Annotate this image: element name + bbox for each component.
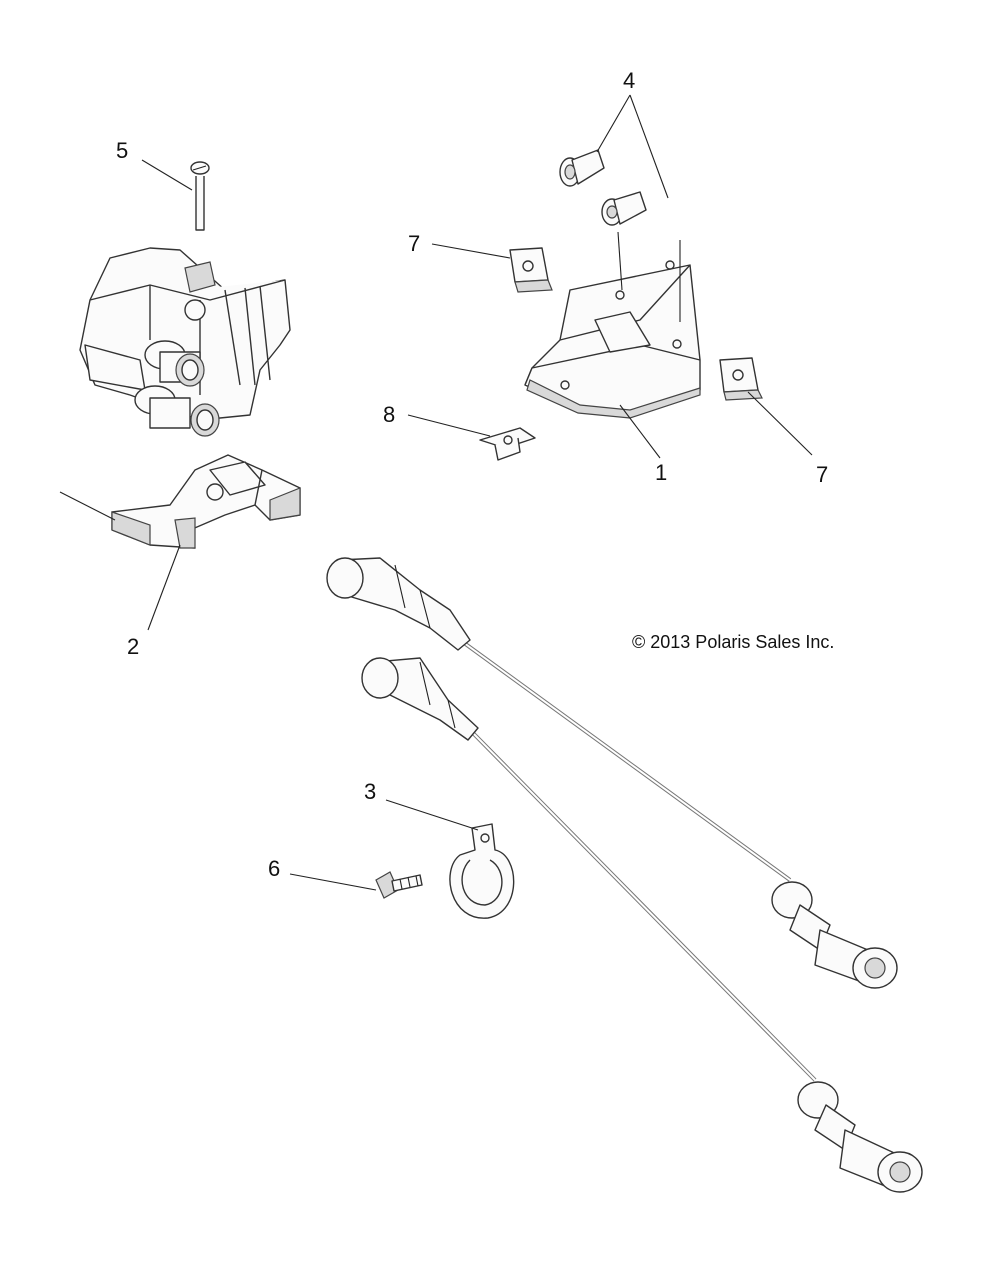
callout-3: 3 bbox=[364, 779, 377, 804]
p-clamp-3 bbox=[449, 823, 515, 919]
callout-4: 4 bbox=[623, 68, 636, 93]
bolt-6 bbox=[375, 871, 423, 899]
coil-bracket-2 bbox=[111, 454, 301, 549]
leader-lines bbox=[59, 94, 813, 891]
callout-6: 6 bbox=[268, 856, 281, 881]
mounting-bracket-1 bbox=[524, 260, 701, 419]
callout-5: 5 bbox=[116, 138, 129, 163]
screw-4-lower bbox=[601, 191, 647, 226]
clip-8 bbox=[479, 427, 536, 461]
copyright-text: © 2013 Polaris Sales Inc. bbox=[632, 632, 835, 652]
ignition-coil bbox=[79, 247, 291, 437]
spark-plug-wire-lower bbox=[361, 657, 923, 1193]
screw-5 bbox=[190, 161, 210, 231]
callout-7-right: 7 bbox=[816, 462, 829, 487]
u-nut-7-right bbox=[719, 357, 763, 401]
spark-plug-wire-upper bbox=[326, 557, 898, 989]
callout-1: 1 bbox=[655, 460, 668, 485]
callout-8: 8 bbox=[383, 402, 396, 427]
u-nut-7-left bbox=[509, 247, 553, 293]
callout-7-left: 7 bbox=[408, 231, 421, 256]
callout-2: 2 bbox=[127, 634, 140, 659]
screw-4-upper bbox=[559, 149, 605, 187]
